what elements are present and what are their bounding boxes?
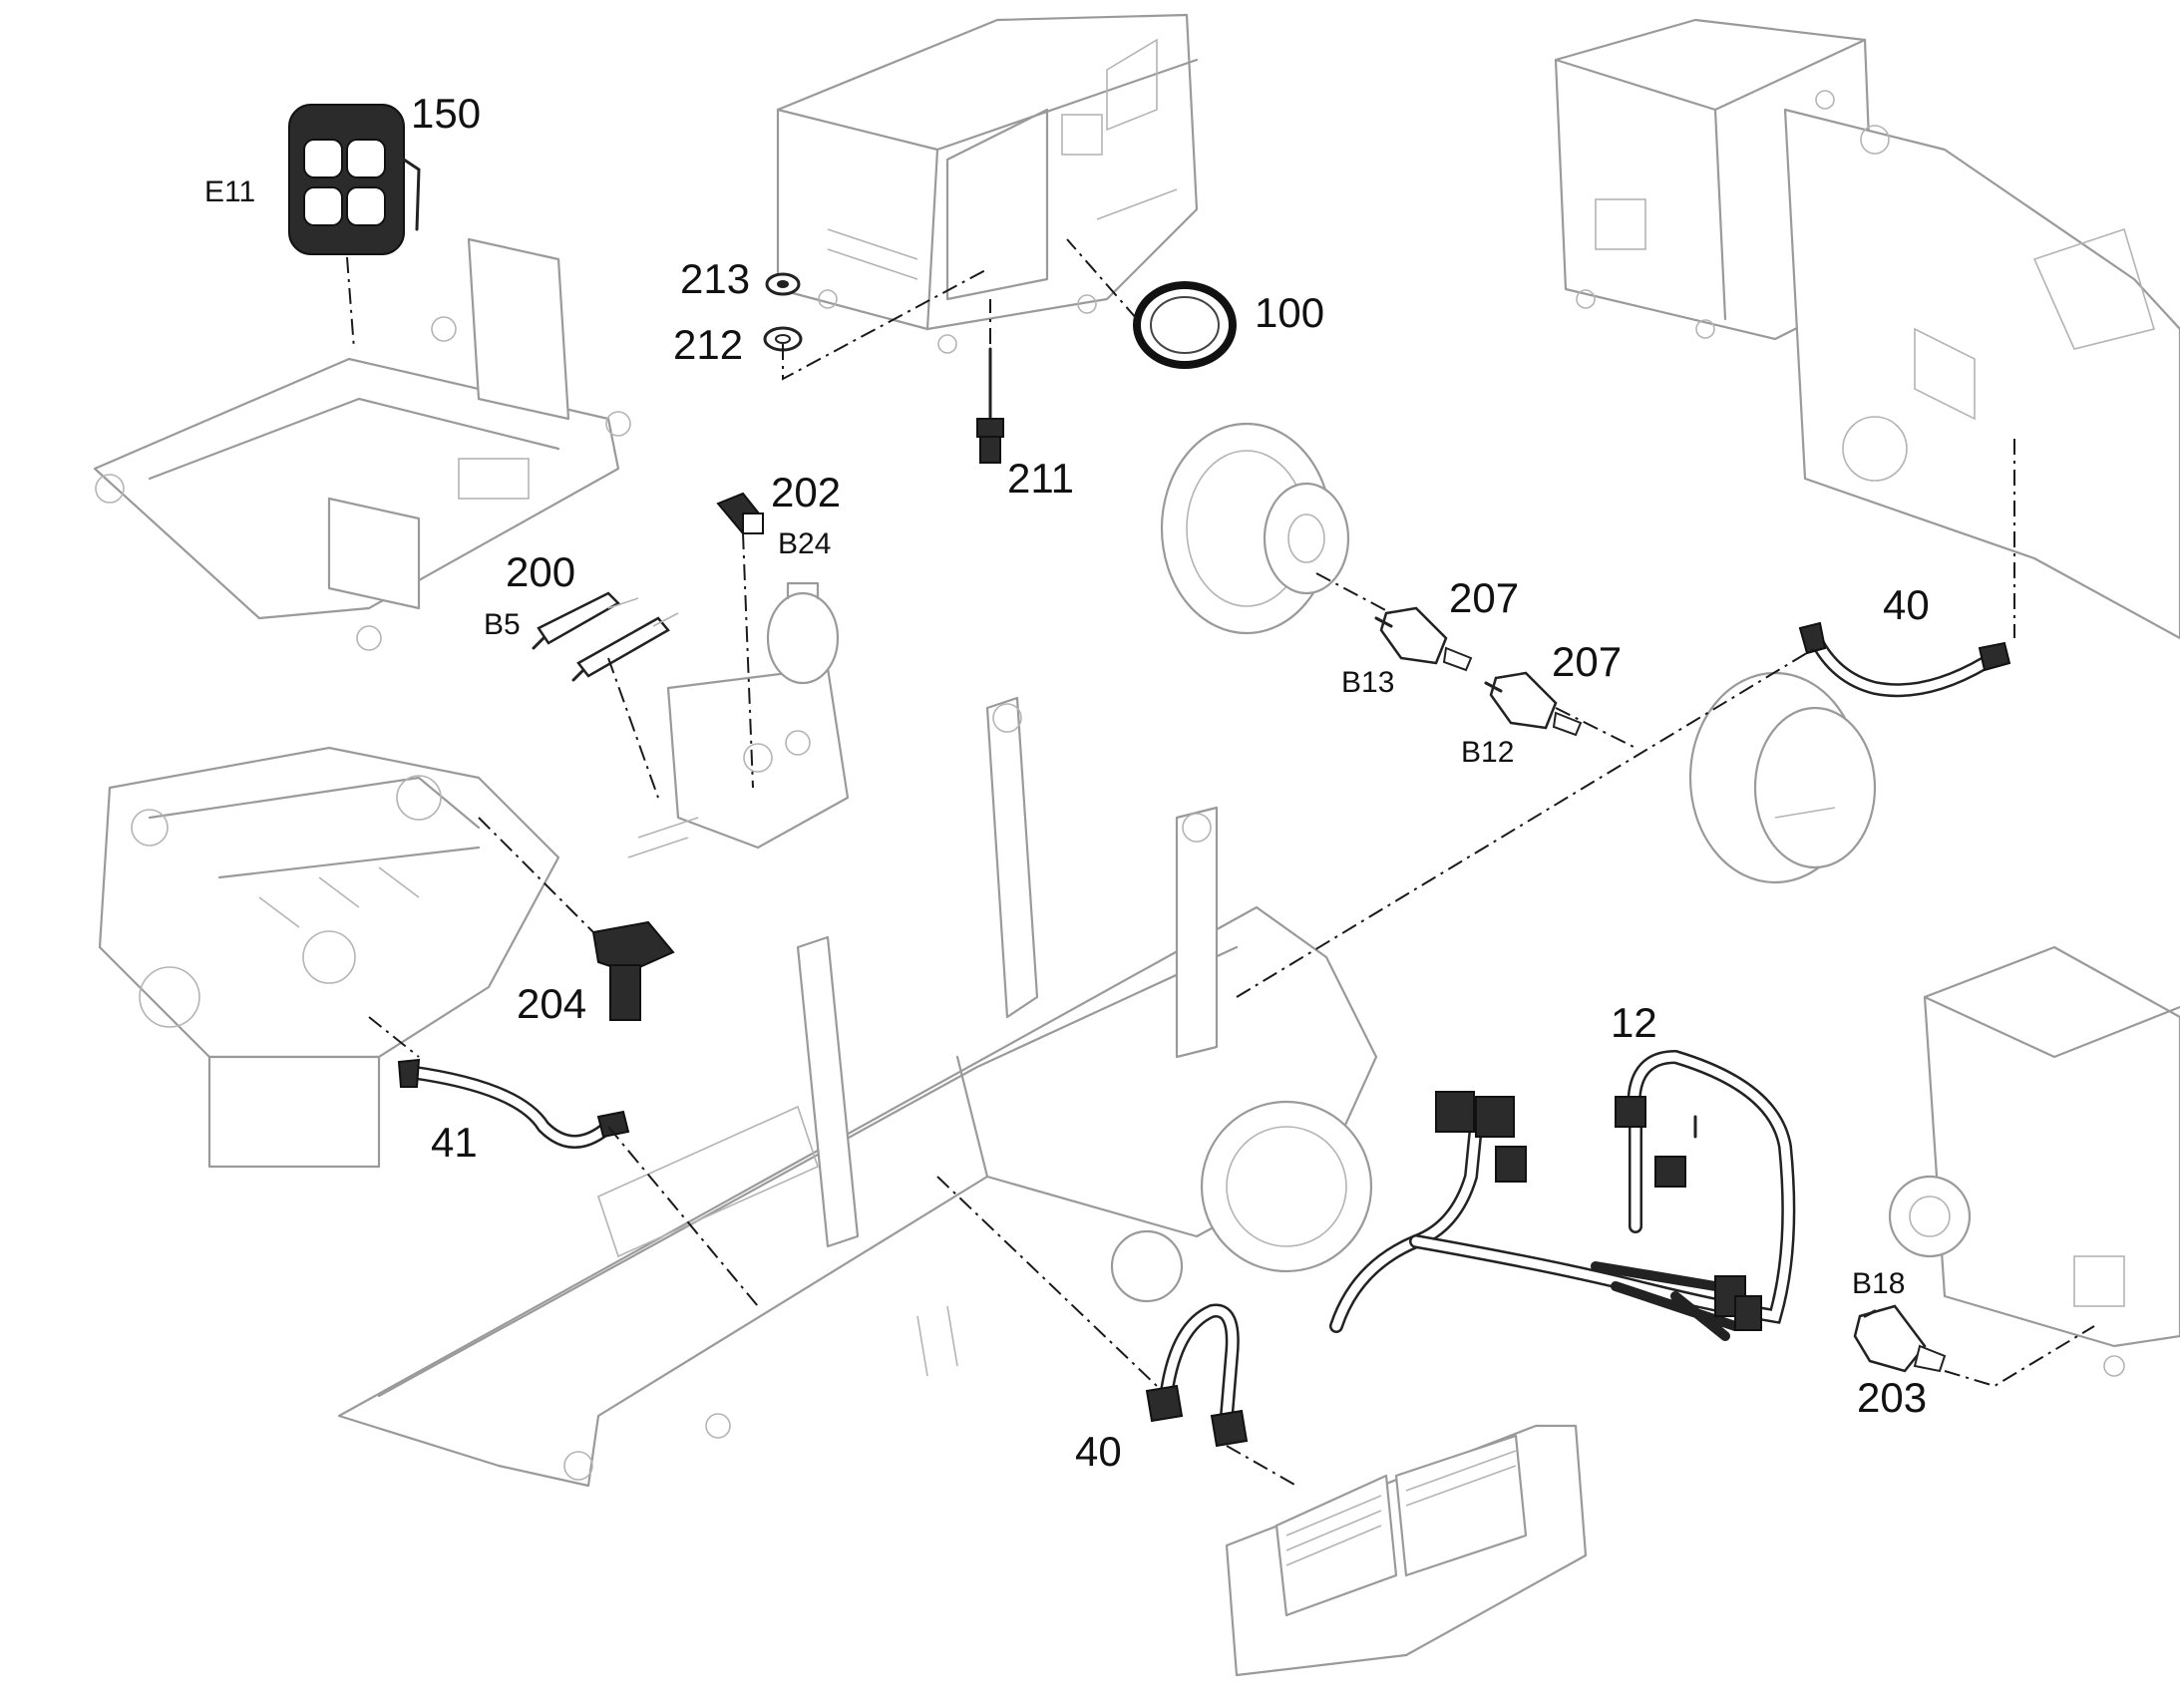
seal-ring (1133, 281, 1237, 369)
callout-211: 211 (1007, 455, 1074, 502)
callout-203: 203 (1857, 1374, 1927, 1421)
seat-platform (93, 237, 631, 651)
rear-frame (1554, 18, 2180, 640)
callout-213: 213 (680, 255, 750, 302)
valve-block (627, 581, 850, 858)
tank-housing (776, 13, 1199, 354)
callout-100: 100 (1255, 289, 1324, 336)
callout-212: 212 (673, 321, 743, 368)
ref-b13: B13 (1341, 666, 1394, 699)
callout-40-upper: 40 (1883, 581, 1930, 628)
nut (765, 272, 801, 296)
callout-200: 200 (506, 548, 575, 595)
leader-lines (346, 238, 2095, 1487)
ref-b12: B12 (1461, 736, 1514, 769)
wiring-harness (1329, 1049, 1796, 1341)
chassis-frame (337, 696, 1378, 1488)
speed-sensor-b13 (1374, 606, 1473, 672)
ref-b18: B18 (1852, 1267, 1905, 1300)
drive-hub-lower (1688, 671, 1877, 884)
callout-40-lower: 40 (1075, 1428, 1122, 1475)
callout-207-b: 207 (1552, 638, 1622, 685)
pressure-sensors-b5 (532, 591, 679, 682)
work-light (288, 104, 421, 255)
callout-41: 41 (431, 1119, 478, 1166)
ref-b24: B24 (778, 527, 831, 560)
callout-204: 204 (517, 980, 586, 1027)
drive-hub-upper (1160, 422, 1350, 635)
speed-sensor-b12 (1484, 671, 1583, 737)
callout-150: 150 (411, 90, 481, 137)
battery-box (1225, 1424, 1588, 1677)
pressure-switch-b18 (1853, 1304, 1947, 1373)
ref-e11: E11 (204, 175, 255, 208)
temperature-sensor (976, 347, 1004, 464)
pump-housing (1888, 945, 2180, 1377)
pressure-sender-b24 (716, 492, 765, 535)
callout-12: 12 (1611, 999, 1657, 1046)
ref-b5: B5 (484, 608, 521, 641)
callout-202: 202 (771, 469, 841, 515)
position-sensor (591, 920, 675, 1021)
ground-cable-40-upper (1798, 621, 2011, 698)
ground-cable-40-lower (1145, 1303, 1249, 1448)
engine (98, 746, 560, 1169)
callout-207-a: 207 (1449, 574, 1519, 621)
battery-cable-41 (397, 1058, 630, 1149)
